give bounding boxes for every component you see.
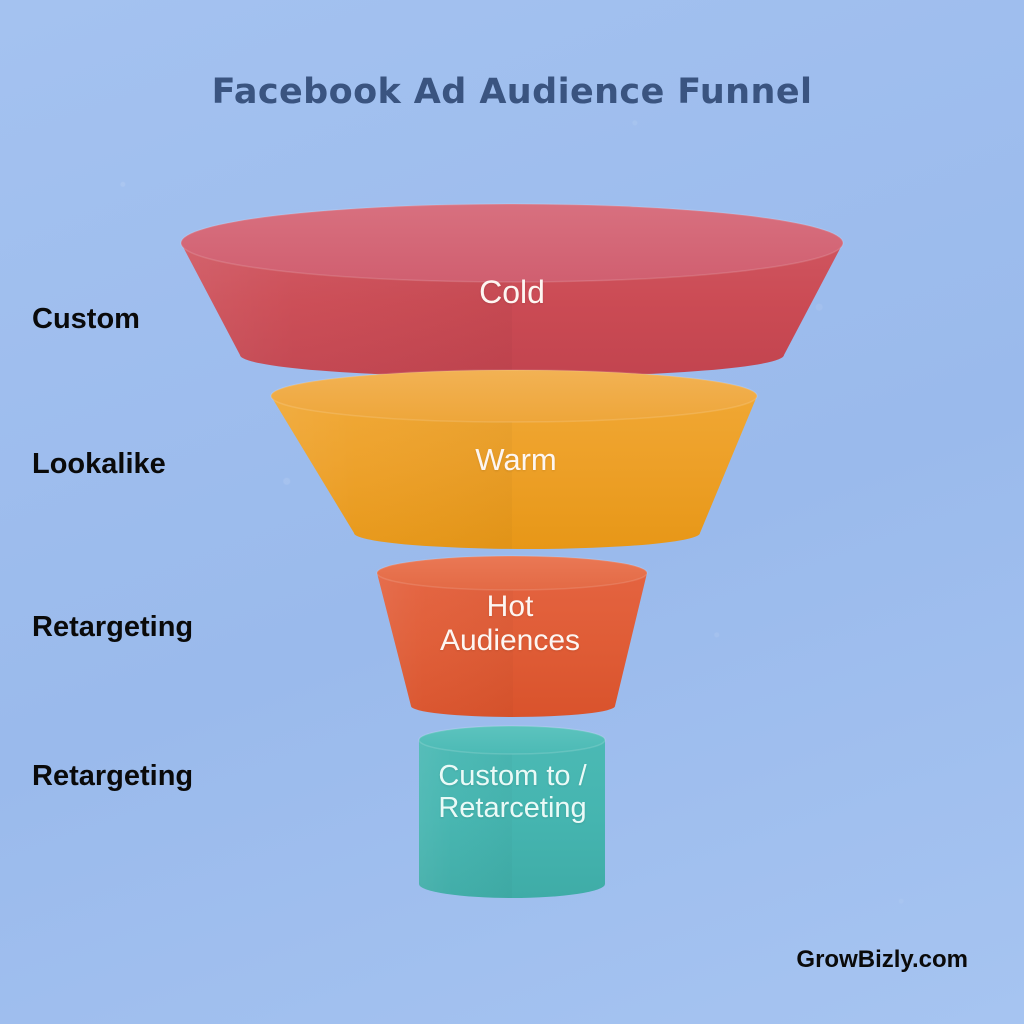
stage-label-retargeting-hot: Retargeting [32, 611, 194, 643]
stage-label-lookalike: Lookalike [32, 448, 166, 480]
watermark: GrowBizly.com [796, 946, 968, 973]
funnel-segment-bottom[interactable] [418, 725, 606, 898]
funnel-segment-cold[interactable] [180, 203, 844, 377]
funnel-label-hot: Hot Audiences [439, 590, 581, 657]
funnel-label-bottom: Custom to / Retarceting [438, 760, 587, 825]
funnel-label-warm: Warm [475, 442, 557, 477]
page-title: Facebook Ad Audience Funnel [211, 72, 813, 112]
stage-label-custom: Custom [32, 303, 140, 335]
funnel-segment-warm[interactable] [270, 369, 758, 549]
stage-label-retargeting-bottom: Retargeting [32, 760, 194, 792]
funnel-label-cold: Cold [479, 274, 545, 310]
funnel-segment-hot[interactable] [376, 555, 648, 717]
